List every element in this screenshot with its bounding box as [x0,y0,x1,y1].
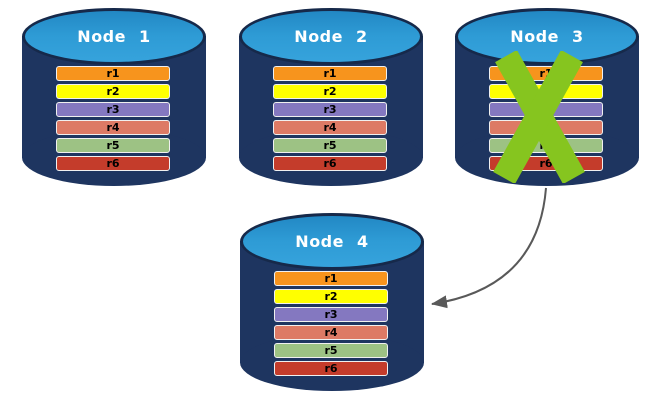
node-1: Node 1 r1 r2 r3 r4 r5 r6 [22,8,206,186]
node-2: Node 2 r1 r2 r3 r4 r5 r6 [239,8,423,186]
replica-row-r4: r4 [56,120,170,135]
node-2-replica-list: r1 r2 r3 r4 r5 r6 [273,66,387,171]
replica-row-r6: r6 [56,156,170,171]
replica-row-r3: r3 [56,102,170,117]
replica-row-r6: r6 [274,361,388,376]
replica-row-r3: r3 [273,102,387,117]
replica-row-r5: r5 [274,343,388,358]
node-4-label: Node 4 [295,232,369,251]
node-1-cylinder-top: Node 1 [22,8,206,65]
replica-row-r2: r2 [56,84,170,99]
replica-row-r5: r5 [56,138,170,153]
node-3-cylinder-top: Node 3 [455,8,639,65]
replica-row-r1: r1 [56,66,170,81]
failure-x-icon [493,51,585,183]
replica-row-r1: r1 [273,66,387,81]
replica-row-r6: r6 [273,156,387,171]
node-1-label: Node 1 [77,27,151,46]
node-2-label: Node 2 [294,27,368,46]
replica-row-r1: r1 [274,271,388,286]
replica-row-r4: r4 [273,120,387,135]
node-4-cylinder-top: Node 4 [240,213,424,270]
node-1-replica-list: r1 r2 r3 r4 r5 r6 [56,66,170,171]
replica-row-r3: r3 [274,307,388,322]
node-3-label: Node 3 [510,27,584,46]
node-4: Node 4 r1 r2 r3 r4 r5 r6 [240,213,424,391]
node-3: Node 3 r1 r2 r3 r4 r5 r6 [455,8,639,186]
replica-row-r4: r4 [274,325,388,340]
replica-row-r2: r2 [273,84,387,99]
node-4-replica-list: r1 r2 r3 r4 r5 r6 [274,271,388,376]
replica-row-r5: r5 [273,138,387,153]
node-2-cylinder-top: Node 2 [239,8,423,65]
replica-row-r2: r2 [274,289,388,304]
